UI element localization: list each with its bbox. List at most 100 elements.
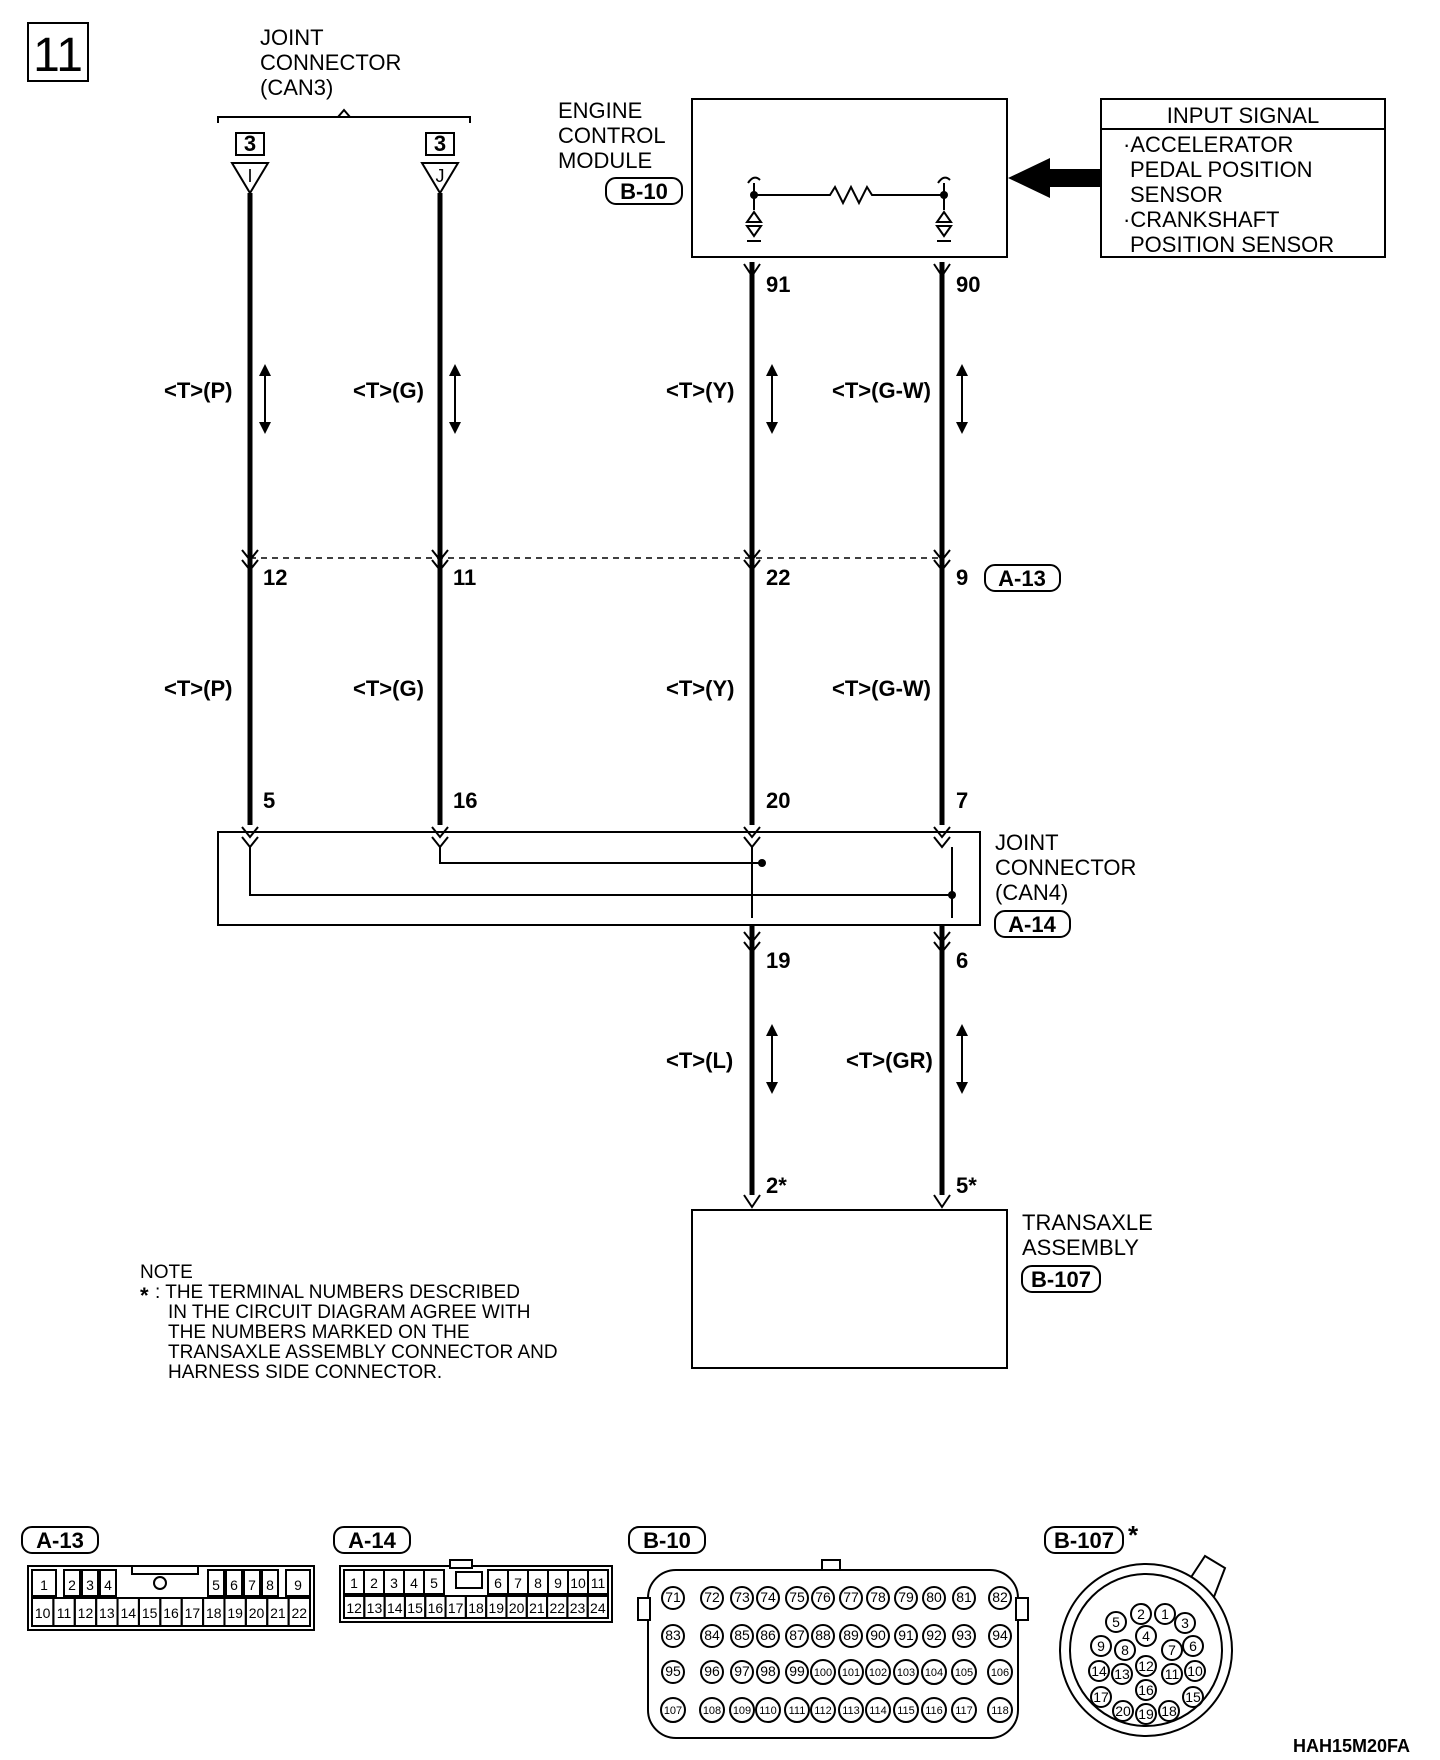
a14-pin-4: 4 (410, 1575, 418, 1591)
a13-pin-18: 18 (206, 1605, 222, 1621)
b10-pin-102: 102 (869, 1667, 887, 1679)
a13-inline-connector-label: A-13 (998, 566, 1046, 591)
b107-pin-circle (1182, 1635, 1204, 1657)
b10-pin-94: 94 (992, 1627, 1008, 1643)
b10-pin-83: 83 (665, 1627, 681, 1643)
b10-pin-circle (661, 1624, 685, 1648)
b107-pin-circle (1135, 1655, 1157, 1677)
b10-pin-circle (660, 1697, 686, 1723)
b10-pin-112: 112 (814, 1705, 832, 1717)
b10-pin-78: 78 (870, 1589, 886, 1605)
can4-connector-label: A-14 (1008, 912, 1056, 937)
transaxle-connector-label: B-107 (1031, 1267, 1091, 1292)
ecm-title-line-3: MODULE (558, 148, 652, 173)
b10-pin-circle (894, 1624, 918, 1648)
b10-pin-74: 74 (760, 1589, 776, 1605)
a13-cell (63, 1569, 81, 1597)
b10-pin-circle (700, 1624, 724, 1648)
a14-pin-7: 7 (514, 1575, 522, 1591)
b10-pin-circle (784, 1697, 810, 1723)
b10-pin-99: 99 (789, 1663, 805, 1679)
a13-cell (261, 1569, 279, 1597)
b10-pin-circle (755, 1697, 781, 1723)
can3-title-line-3: (CAN3) (260, 75, 333, 100)
a13-pin-7: 7 (248, 1577, 256, 1593)
b10-pin-circle (893, 1697, 919, 1723)
a14-terminal-20: 20 (766, 788, 790, 813)
b10-pin-circle (730, 1624, 754, 1648)
connector-a13-label: A-13 (36, 1528, 84, 1553)
b10-pin-circle (987, 1659, 1013, 1685)
ecm-terminal-91: 91 (766, 272, 790, 297)
b10-pin-circle (785, 1586, 809, 1610)
a14-cell (587, 1569, 609, 1595)
a13-pin-10: 10 (35, 1605, 51, 1621)
ecm-terminal-90: 90 (956, 272, 980, 297)
a13-terminal-11: 11 (453, 565, 476, 590)
b10-pin-circle (729, 1697, 755, 1723)
b10-pin-circle (893, 1659, 919, 1685)
can3-brace (217, 116, 471, 123)
can3-pin-number-left: 3 (244, 131, 256, 156)
b10-pin-circle (811, 1586, 835, 1610)
connector-b107-star: * (1128, 1520, 1139, 1550)
wire-label-mid-p: <T>(P) (164, 676, 232, 701)
a13-pin-2: 2 (68, 1577, 76, 1593)
a13-cell (225, 1569, 243, 1597)
a13-pin-9: 9 (294, 1577, 302, 1593)
a13-pin-5: 5 (212, 1577, 220, 1593)
can4-title-line-1: JOINT (995, 830, 1059, 855)
b10-pin-circle (951, 1697, 977, 1723)
b107-pin-16: 16 (1138, 1682, 1154, 1698)
connector-b107-label: B-107 (1054, 1528, 1114, 1553)
b10-pin-circle (839, 1624, 863, 1648)
note-line-5: HARNESS SIDE CONNECTOR. (168, 1362, 442, 1383)
b10-pin-circle (785, 1660, 809, 1684)
b10-pin-circle (730, 1660, 754, 1684)
wire-label-upper-g: <T>(G) (353, 378, 424, 403)
transaxle-terminal-5: 5* (956, 1173, 977, 1198)
a13-pin-6: 6 (230, 1577, 238, 1593)
b107-pin-circle (1135, 1625, 1157, 1647)
note-line-3: THE NUMBERS MARKED ON THE (168, 1322, 470, 1343)
a14-pin-15: 15 (407, 1600, 423, 1616)
b10-pin-circle (838, 1697, 864, 1723)
a14-pin-20: 20 (509, 1600, 525, 1616)
a14-cell (586, 1595, 610, 1619)
connector-b10-label: B-10 (643, 1528, 691, 1553)
note-line-4: TRANSAXLE ASSEMBLY CONNECTOR AND (168, 1342, 558, 1363)
b10-pin-circle (951, 1659, 977, 1685)
a13-pin-19: 19 (227, 1605, 243, 1621)
a13-pin-13: 13 (99, 1605, 115, 1621)
wire-label-upper-gw: <T>(G-W) (832, 378, 931, 403)
b107-pin-circle (1154, 1603, 1176, 1625)
b107-pin-circle (1135, 1679, 1157, 1701)
b10-pin-105: 105 (955, 1667, 973, 1679)
b10-pin-75: 75 (789, 1589, 805, 1605)
a14-pin-11: 11 (591, 1575, 606, 1591)
a13-cell (99, 1569, 117, 1597)
can4-title-line-3: (CAN4) (995, 880, 1068, 905)
b10-pin-117: 117 (955, 1705, 973, 1717)
a14-pin-10: 10 (570, 1575, 586, 1591)
b10-pin-circle (921, 1697, 947, 1723)
b10-pin-circle (661, 1586, 685, 1610)
b10-pin-89: 89 (843, 1627, 859, 1643)
b10-pin-73: 73 (734, 1589, 750, 1605)
b10-pin-circle (811, 1624, 835, 1648)
a14-pin-17: 17 (448, 1600, 464, 1616)
can3-terminal-left: I (247, 166, 252, 186)
b10-pin-87: 87 (789, 1627, 805, 1643)
b107-pin-9: 9 (1097, 1638, 1105, 1654)
a14-pin-14: 14 (387, 1600, 403, 1616)
b10-pin-circle (700, 1586, 724, 1610)
ecm-box (691, 98, 1008, 258)
b10-pin-93: 93 (956, 1627, 972, 1643)
b10-pin-116: 116 (925, 1705, 943, 1717)
a13-pin-16: 16 (163, 1605, 179, 1621)
a13-pin-17: 17 (185, 1605, 201, 1621)
can3-joint-connector: JOINT CONNECTOR (CAN3) 3 3 I J (217, 25, 471, 195)
wire-label-mid-gw: <T>(G-W) (832, 676, 931, 701)
a14-pin-22: 22 (549, 1600, 565, 1616)
